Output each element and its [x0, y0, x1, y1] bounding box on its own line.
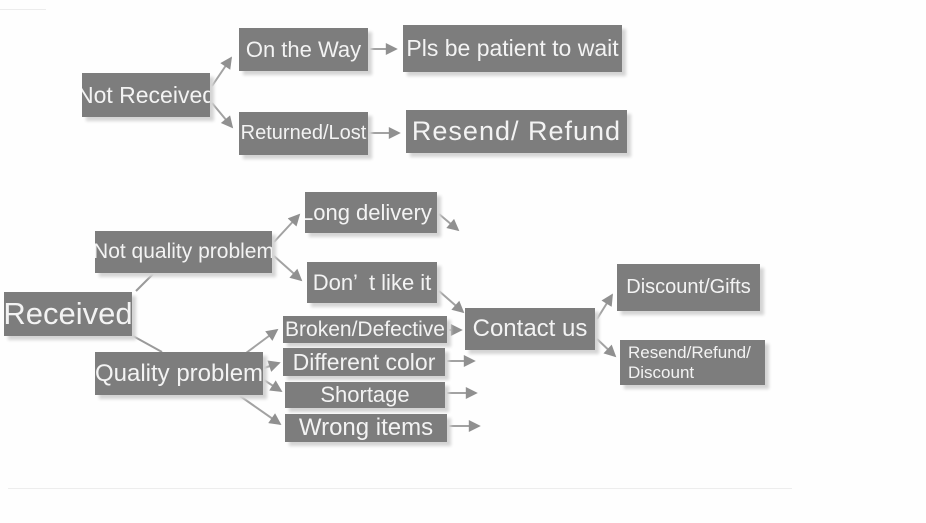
node-resend-refund-discount-line2: Discount: [628, 362, 695, 382]
arrow-contact-us-to-discount-gifts: [596, 293, 613, 320]
canvas-edge-line: [0, 9, 46, 10]
node-returned-lost: Returned/Lost: [239, 112, 368, 155]
node-dont-like-it: Don’ t like it: [307, 262, 437, 303]
node-not-received: Not Received: [82, 73, 210, 117]
canvas-edge-line: [8, 488, 792, 489]
node-discount-gifts: Discount/Gifts: [617, 264, 760, 311]
node-resend-refund: Resend/ Refund: [406, 110, 627, 153]
arrow-quality-to-broken: [245, 328, 279, 354]
node-contact-us: Contact us: [465, 308, 595, 350]
arrow-quality-to-different-color: [263, 360, 281, 372]
arrow-quality-to-wrong-items: [239, 395, 282, 426]
arrow-dont-like-to-contact-us: [438, 290, 465, 314]
node-long-delivery: Long delivery: [305, 192, 437, 233]
arrow-not-received-to-returned-lost: [211, 102, 234, 129]
node-not-quality-problem: Not quality problem: [95, 231, 272, 273]
arrow-not-quality-to-dont-like: [273, 255, 303, 282]
connector-received-to-quality: [132, 335, 163, 353]
arrow-quality-to-shortage: [263, 379, 283, 392]
arrow-long-delivery-out: [438, 213, 460, 232]
connector-received-to-not-quality: [135, 273, 154, 292]
node-different-color: Different color: [283, 348, 445, 376]
arrow-not-received-to-on-the-way: [211, 56, 233, 87]
node-resend-refund-discount-line1: Resend/Refund/: [628, 342, 751, 362]
arrow-contact-us-to-resend-refund-discount: [596, 338, 617, 358]
node-pls-be-patient-to-wait: Pls be patient to wait: [403, 25, 622, 72]
arrow-not-quality-to-long-delivery: [273, 213, 301, 243]
node-shortage: Shortage: [285, 382, 445, 408]
node-quality-problem: Quality problem: [95, 352, 263, 395]
node-received: Received: [4, 292, 132, 336]
node-wrong-items: Wrong items: [285, 414, 447, 442]
node-resend-refund-discount: Resend/Refund/ Discount: [620, 340, 765, 385]
node-broken-defective: Broken/Defective: [283, 316, 447, 343]
node-long-delivery-label: Long delivery: [305, 199, 432, 225]
node-on-the-way: On the Way: [239, 28, 368, 71]
